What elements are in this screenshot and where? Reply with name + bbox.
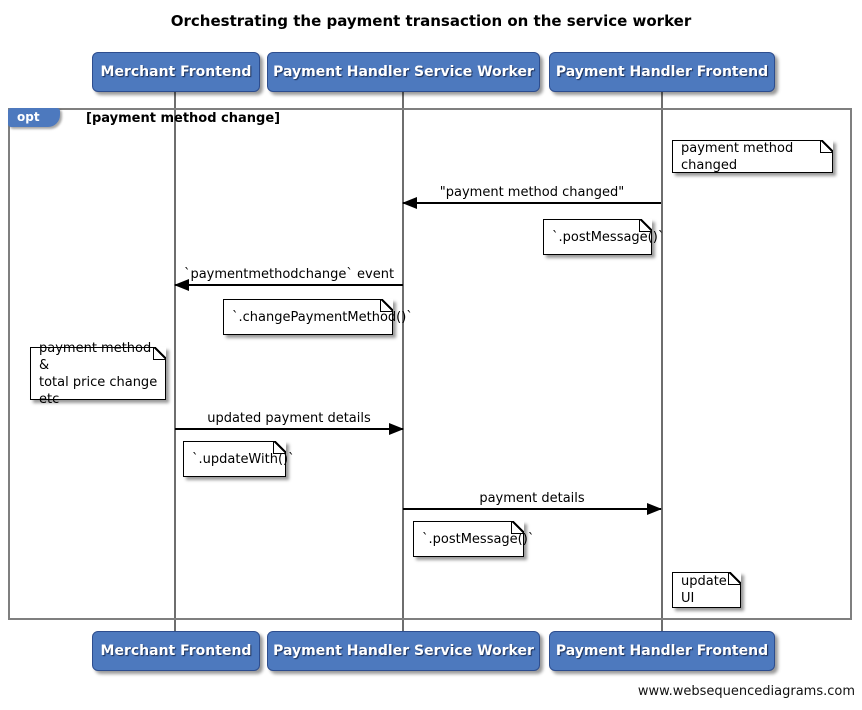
note-text: payment method & total price change etc bbox=[39, 340, 158, 407]
note-fold-icon bbox=[153, 347, 166, 360]
opt-operator-tab: opt bbox=[8, 108, 60, 127]
actor-label: Payment Handler Frontend bbox=[555, 643, 769, 659]
actor-top-merchant-frontend: Merchant Frontend bbox=[92, 52, 260, 92]
note-postmessage-1: `.postMessage()` bbox=[543, 219, 665, 255]
arrowhead-right-icon bbox=[389, 423, 404, 435]
message-label: updated payment details bbox=[207, 411, 371, 426]
diagram-title: Orchestrating the payment transaction on… bbox=[170, 12, 692, 30]
actor-top-payment-handler-service-worker: Payment Handler Service Worker bbox=[267, 52, 540, 92]
message-paymentmethodchange-event: `paymentmethodchange` event bbox=[174, 267, 403, 291]
note-fold-icon bbox=[511, 521, 524, 534]
note-payment-method-changed: payment method changed bbox=[672, 140, 833, 173]
message-updated-payment-details: updated payment details bbox=[175, 411, 404, 435]
note-text: update UI bbox=[681, 574, 727, 606]
message-payment-details: payment details bbox=[403, 491, 662, 515]
actor-label: Merchant Frontend bbox=[100, 64, 252, 80]
actor-label: Payment Handler Frontend bbox=[555, 64, 769, 80]
message-line bbox=[403, 503, 662, 515]
note-fold-icon bbox=[273, 441, 286, 454]
note-text: `.postMessage()` bbox=[552, 229, 665, 245]
arrowhead-left-icon bbox=[402, 197, 417, 209]
note-payment-method-total-price: payment method & total price change etc bbox=[30, 340, 166, 407]
message-label: payment details bbox=[479, 491, 585, 506]
note-updatewith: `.updateWith()` bbox=[183, 441, 295, 477]
lifeline-payment-handler-frontend bbox=[661, 91, 663, 631]
arrowhead-left-icon bbox=[174, 279, 189, 291]
message-label: "payment method changed" bbox=[439, 185, 625, 200]
watermark: www.websequencediagrams.com bbox=[637, 684, 855, 699]
message-label: `paymentmethodchange` event bbox=[183, 267, 395, 282]
note-text: `.updateWith()` bbox=[192, 451, 295, 467]
actor-label: Payment Handler Service Worker bbox=[273, 643, 534, 659]
lifeline-payment-handler-service-worker bbox=[402, 91, 404, 631]
note-changepaymentmethod: `.changePaymentMethod()` bbox=[223, 299, 413, 335]
note-fold-icon bbox=[820, 140, 833, 153]
actor-top-payment-handler-frontend: Payment Handler Frontend bbox=[549, 52, 775, 92]
actor-bottom-merchant-frontend: Merchant Frontend bbox=[92, 631, 260, 671]
lifeline-merchant-frontend bbox=[174, 91, 176, 631]
actor-label: Payment Handler Service Worker bbox=[273, 64, 534, 80]
note-text: `.changePaymentMethod()` bbox=[232, 309, 413, 325]
note-fold-icon bbox=[380, 299, 393, 312]
actor-label: Merchant Frontend bbox=[100, 643, 252, 659]
note-fold-icon bbox=[639, 219, 652, 232]
note-text: `.postMessage()` bbox=[422, 531, 535, 547]
opt-fragment-frame: opt [payment method change] bbox=[8, 108, 852, 620]
opt-guard-label: [payment method change] bbox=[86, 111, 281, 126]
note-postmessage-2: `.postMessage()` bbox=[413, 521, 535, 557]
message-line bbox=[174, 279, 403, 291]
actor-bottom-payment-handler-frontend: Payment Handler Frontend bbox=[549, 631, 775, 671]
arrowhead-right-icon bbox=[647, 503, 662, 515]
note-update-ui: update UI bbox=[672, 572, 741, 608]
actor-bottom-payment-handler-service-worker: Payment Handler Service Worker bbox=[267, 631, 540, 671]
message-payment-method-changed: "payment method changed" bbox=[402, 185, 661, 209]
note-text: payment method changed bbox=[681, 140, 794, 173]
message-line bbox=[402, 197, 661, 209]
message-line bbox=[175, 423, 404, 435]
note-fold-icon bbox=[728, 572, 741, 585]
